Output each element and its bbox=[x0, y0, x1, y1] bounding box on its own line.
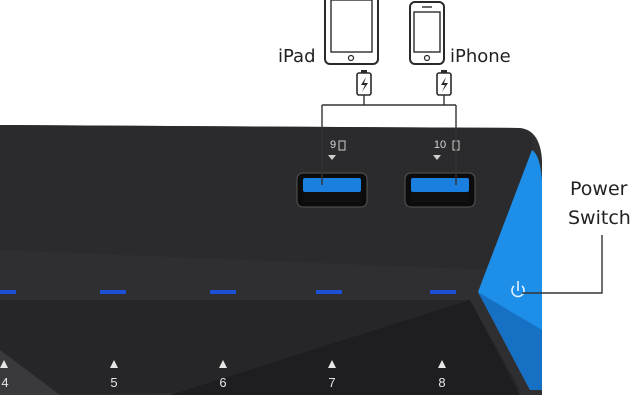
led-indicator bbox=[0, 290, 16, 294]
ipad-label: iPad bbox=[278, 46, 316, 67]
port-number-10: 10 bbox=[433, 139, 447, 151]
power-switch-label-line1: Power bbox=[570, 178, 628, 200]
iphone-label: iPhone bbox=[450, 46, 511, 67]
power-panel-shade bbox=[478, 292, 542, 390]
led-indicator bbox=[430, 290, 456, 294]
port-number-5: 5 bbox=[110, 375, 118, 390]
hub-facet-left bbox=[0, 350, 60, 395]
port-arrow-icon bbox=[328, 360, 336, 368]
port-arrow-icon bbox=[110, 360, 118, 368]
led-indicator bbox=[210, 290, 236, 294]
port-arrow-icon bbox=[0, 360, 8, 368]
hub-facet-top bbox=[0, 125, 533, 270]
power-icon[interactable] bbox=[511, 281, 525, 298]
port-number-7: 7 bbox=[328, 375, 336, 390]
port-marker bbox=[328, 155, 336, 160]
port-arrow-icon bbox=[219, 360, 227, 368]
led-row bbox=[0, 290, 456, 294]
port-arrow-icon bbox=[438, 360, 446, 368]
led-indicator bbox=[316, 290, 342, 294]
battery-charge-icon bbox=[356, 70, 372, 96]
phone-icon bbox=[409, 1, 445, 65]
usb-port-9[interactable] bbox=[296, 172, 368, 208]
power-switch-label-line2: Switch bbox=[568, 207, 631, 229]
usb-port-10[interactable] bbox=[404, 172, 476, 208]
port-number-8: 8 bbox=[438, 375, 446, 390]
hub-facet-dark bbox=[170, 300, 520, 395]
port-number-9: 9 bbox=[329, 139, 337, 151]
port-marker bbox=[433, 155, 441, 160]
connector-lines bbox=[321, 95, 603, 294]
port-number-4: 4 bbox=[1, 375, 9, 390]
port-number-6: 6 bbox=[219, 375, 227, 390]
led-indicator bbox=[100, 290, 126, 294]
battery-charge-icon bbox=[436, 70, 452, 96]
battery-mini-icon bbox=[338, 140, 346, 151]
tablet-icon bbox=[324, 0, 379, 65]
